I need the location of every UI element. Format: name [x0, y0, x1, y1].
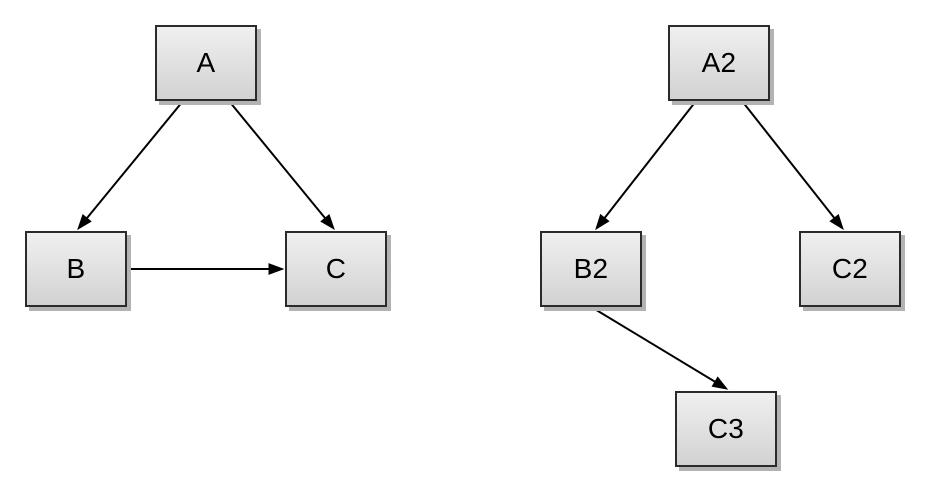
node-b2[interactable]: B2	[540, 231, 642, 307]
node-a[interactable]: A	[155, 25, 257, 101]
edge-line	[601, 100, 697, 221]
edge-line	[84, 100, 184, 222]
node-c3[interactable]: C3	[675, 391, 777, 467]
edge-A2-C2[interactable]	[741, 100, 844, 231]
arrowhead-icon	[711, 376, 729, 390]
arrowhead-icon	[77, 214, 92, 231]
edge-A2-B2[interactable]	[595, 100, 697, 231]
edge-line	[228, 100, 328, 222]
node-label: B2	[573, 253, 609, 284]
edge-B2-C3[interactable]	[592, 307, 729, 390]
node-c2[interactable]: C2	[799, 231, 901, 307]
node-b[interactable]: B	[25, 231, 127, 307]
node-c[interactable]: C	[285, 231, 387, 307]
node-label: C2	[831, 253, 869, 284]
edge-A-B[interactable]	[77, 100, 184, 231]
node-label: C	[325, 253, 347, 284]
edge-line	[592, 307, 719, 385]
node-a2[interactable]: A2	[668, 25, 770, 101]
arrowhead-icon	[829, 213, 844, 231]
node-label: A2	[701, 47, 737, 78]
edge-B-C[interactable]	[129, 263, 285, 275]
node-label: C3	[707, 413, 745, 444]
edge-A-C[interactable]	[228, 100, 335, 231]
arrowhead-icon	[320, 214, 335, 231]
node-label: B	[66, 253, 86, 284]
arrowhead-icon	[268, 263, 285, 275]
edge-line	[741, 100, 837, 221]
arrowhead-icon	[595, 213, 610, 231]
node-label: A	[196, 47, 216, 78]
